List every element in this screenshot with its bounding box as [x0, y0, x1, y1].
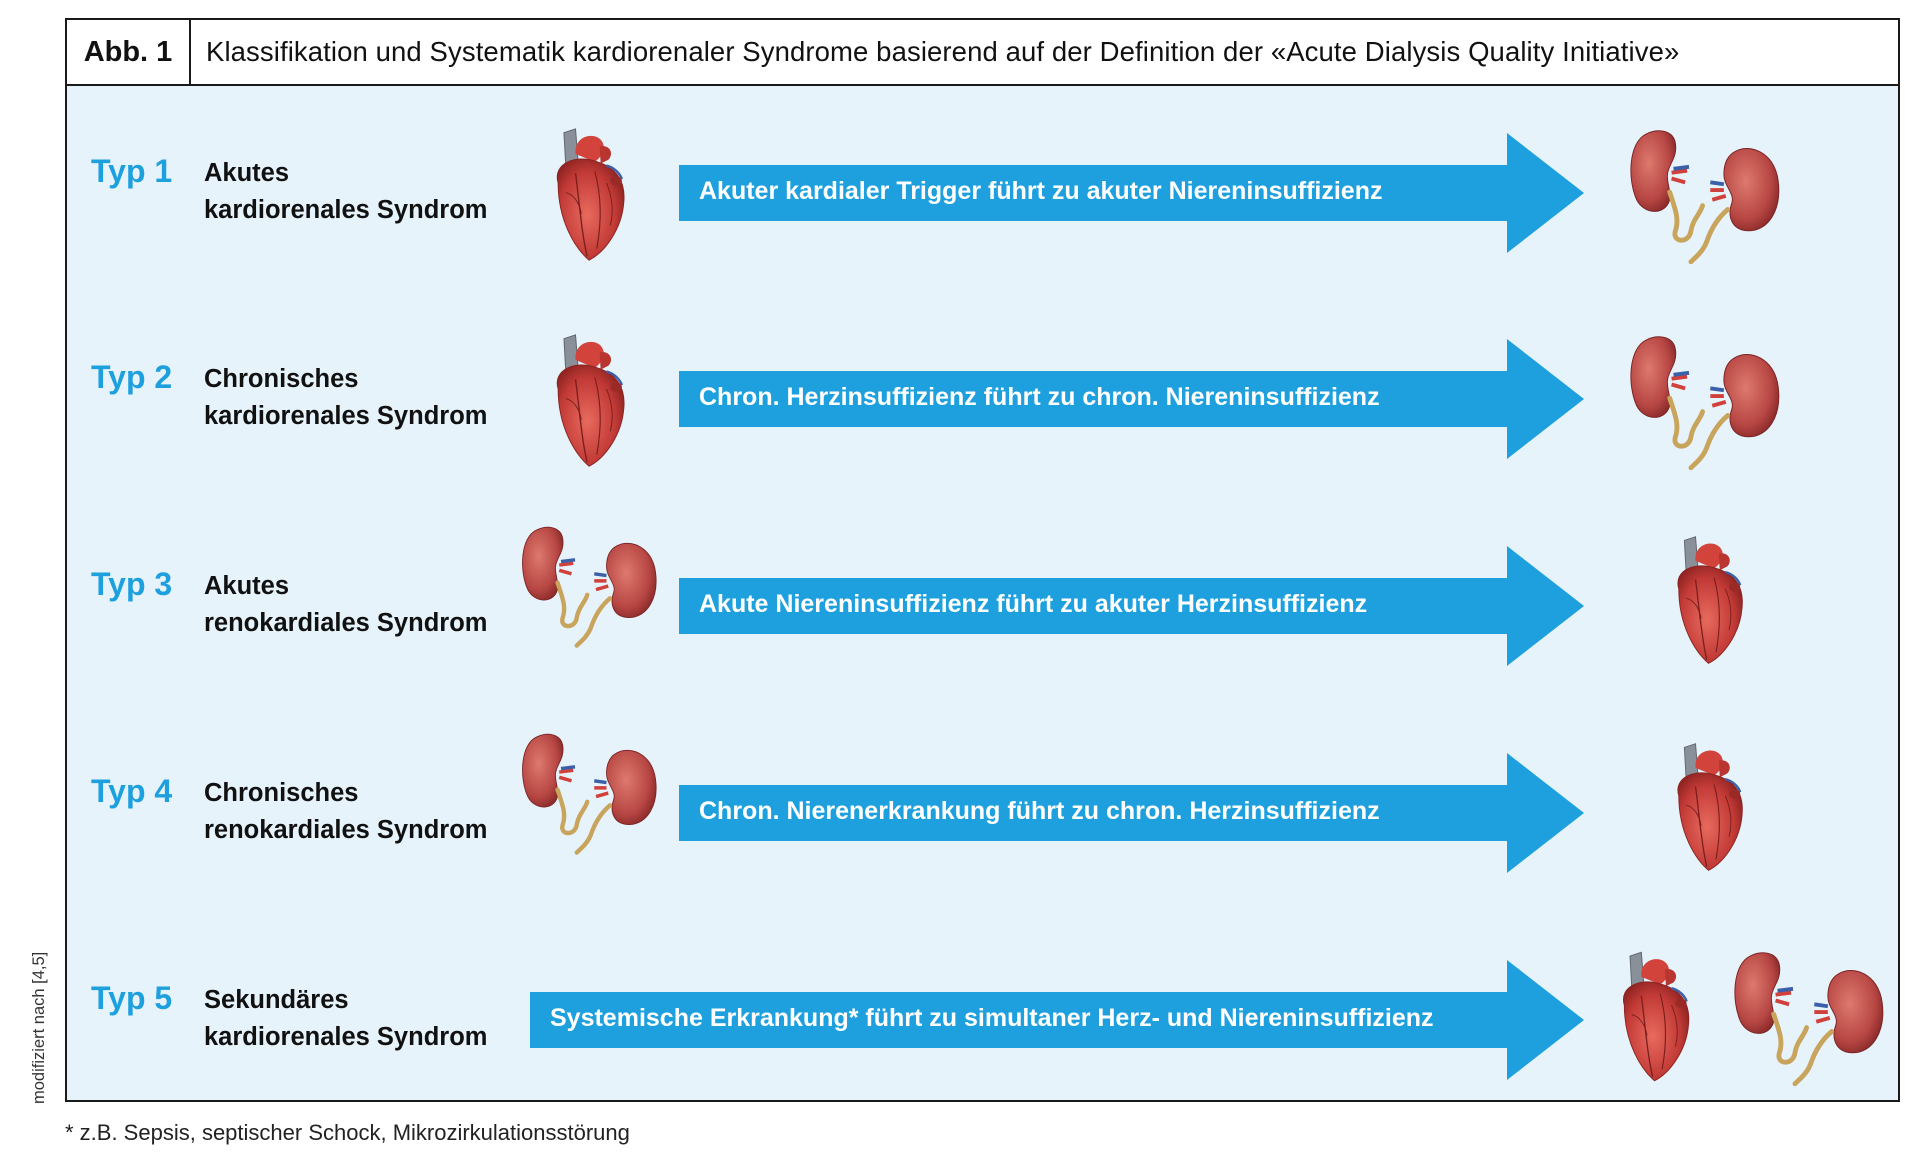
typ-label: Typ 1 [91, 153, 173, 189]
figure-header: Abb. 1 Klassifikation und Systematik kar… [67, 20, 1898, 86]
syndrome-name-line1: Akutes [204, 159, 290, 187]
arrow-text: Chron. Herzinsuffizienz führt zu chron. … [699, 383, 1380, 411]
syndrome-name-line2: kardiorenales Syndrom [204, 402, 488, 430]
arrow-text: Akute Niereninsuffizienz führt zu akuter… [699, 590, 1368, 618]
arrow-shape [679, 339, 1584, 459]
syndrome-name-line2: renokardiales Syndrom [204, 816, 488, 844]
syndrome-name: Sekundäres kardiorenales Syndrom [204, 982, 487, 1056]
heart-icon [545, 331, 635, 471]
kidneys-icon [1627, 120, 1782, 265]
kidneys-icon [1731, 942, 1886, 1087]
footnote: * z.B. Sepsis, septischer Schock, Mikroz… [65, 1120, 630, 1145]
syndrome-name: Akutes renokardiales Syndrom [204, 568, 487, 642]
syndrome-name: Chronisches renokardiales Syndrom [204, 775, 487, 849]
syndrome-row-typ-5: Typ 5 Sekundäres kardiorenales Syndrom S… [67, 952, 1898, 1152]
syndrome-name: Akutes kardiorenales Syndrom [204, 155, 487, 229]
syndrome-name: Chronisches kardiorenales Syndrom [204, 361, 487, 435]
heart-icon [1667, 533, 1752, 668]
kidneys-icon [1627, 326, 1782, 471]
syndrome-name-line1: Akutes [204, 572, 290, 600]
syndrome-row-typ-3: Typ 3 Akutes renokardiales Syndrom Akute… [67, 538, 1898, 738]
typ-label: Typ 4 [91, 773, 173, 809]
syndrome-name-line2: kardiorenales Syndrom [204, 196, 488, 224]
heart-icon [545, 125, 635, 265]
figure-frame: Abb. 1 Klassifikation und Systematik kar… [65, 18, 1900, 1102]
arrow-shape [530, 960, 1584, 1080]
arrow-shape [679, 133, 1584, 253]
syndrome-name-line2: kardiorenales Syndrom [204, 1023, 488, 1051]
arrow-text: Akuter kardialer Trigger führt zu akuter… [699, 177, 1383, 205]
arrow-shape [679, 753, 1584, 873]
heart-icon [1667, 740, 1752, 875]
heart-icon [1613, 947, 1698, 1087]
kidneys-icon [519, 513, 659, 653]
source-note: modifiziert nach [4,5] [30, 951, 48, 1104]
arrow-text: Systemische Erkrankung* führt zu simulta… [550, 1004, 1434, 1032]
typ-label: Typ 3 [91, 566, 173, 602]
syndrome-row-typ-4: Typ 4 Chronisches renokardiales Syndrom … [67, 745, 1898, 945]
kidneys-icon [519, 720, 659, 860]
typ-label: Typ 2 [91, 359, 173, 395]
figure-title: Klassifikation und Systematik kardiorena… [206, 36, 1680, 67]
arrow-text: Chron. Nierenerkrankung führt zu chron. … [699, 797, 1380, 825]
typ-label: Typ 5 [91, 980, 173, 1016]
syndrome-name-line1: Sekundäres [204, 986, 349, 1014]
syndrome-name-line2: renokardiales Syndrom [204, 609, 488, 637]
syndrome-row-typ-1: Typ 1 Akutes kardiorenales Syndrom Akute… [67, 125, 1898, 325]
syndrome-name-line1: Chronisches [204, 779, 359, 807]
syndrome-name-line1: Chronisches [204, 365, 359, 393]
figure-label: Abb. 1 [67, 20, 191, 84]
arrow-shape [679, 546, 1584, 666]
syndrome-row-typ-2: Typ 2 Chronisches kardiorenales Syndrom … [67, 331, 1898, 531]
